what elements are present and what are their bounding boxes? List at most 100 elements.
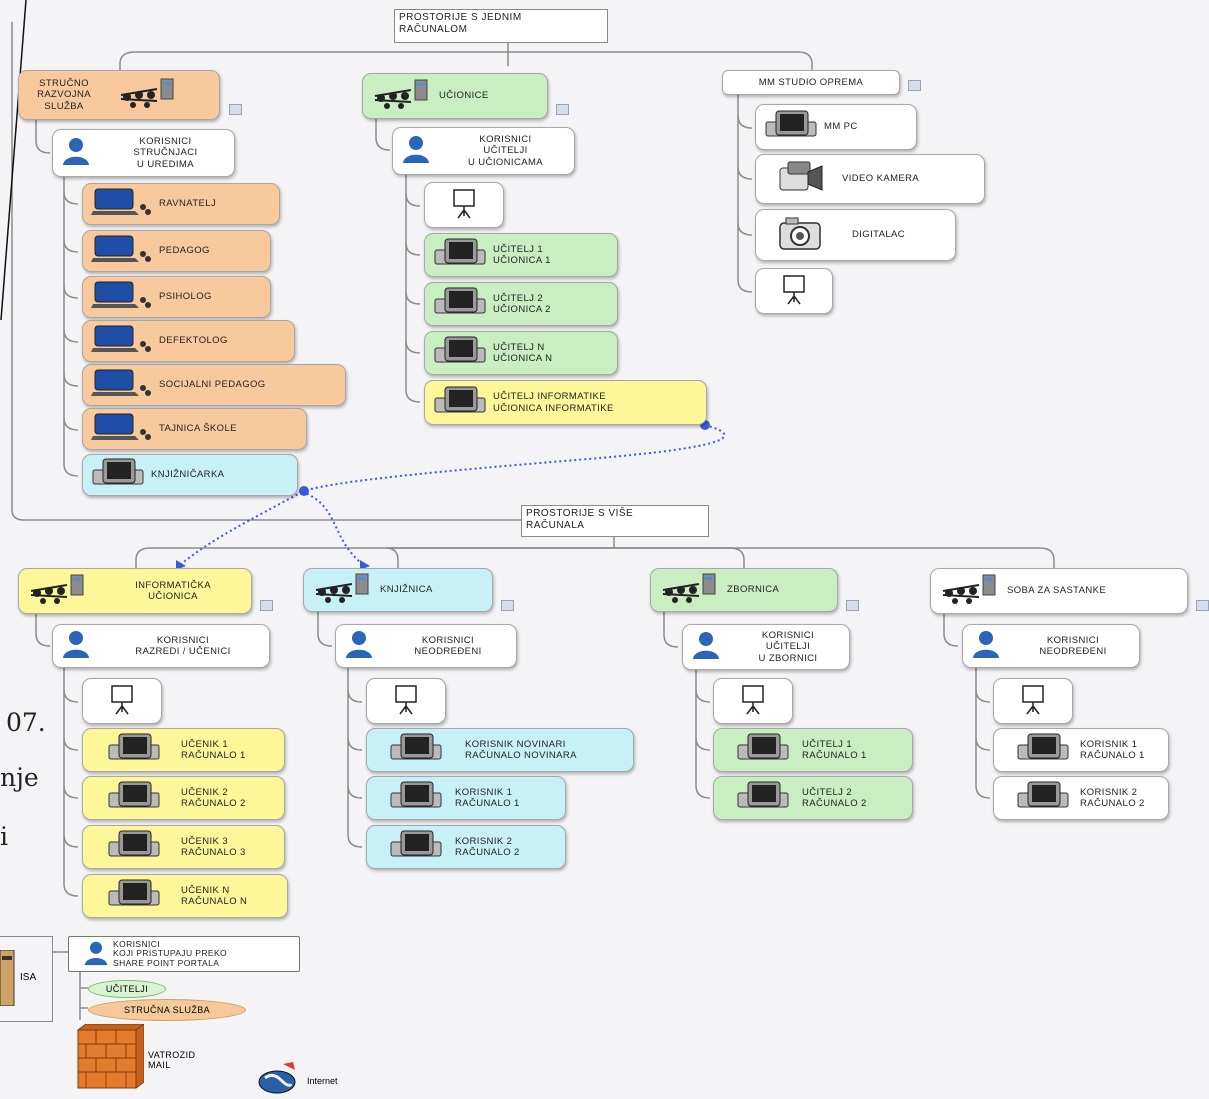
users-sharepoint[interactable]: KORISNICI KOJI PRISTUPAJU PREKO SHARE PO… [68, 936, 300, 972]
item-ucenik-n[interactable]: UČENIK N RAČUNALO N [82, 874, 288, 918]
item-zbornica-ucitelj-2[interactable]: UČITELJ 2 RAČUNALO 2 [713, 776, 913, 820]
item-video-kamera[interactable]: VIDEO KAMERA [755, 154, 985, 204]
users-ucitelji-zbornica[interactable]: KORISNICI UČITELJI U ZBORNICI [682, 624, 850, 670]
item-psiholog[interactable]: PSIHOLOG [82, 276, 271, 318]
note-icon [229, 104, 242, 115]
tree-connector-14 [63, 373, 79, 387]
group-zbornica[interactable]: ZBORNICA [650, 568, 838, 612]
users-neodredeni-knjiznica[interactable]: KORISNICI NEODREĐENI [335, 624, 517, 668]
users-neodredeni-soba[interactable]: KORISNICI NEODREĐENI [962, 624, 1140, 668]
tree-connector-17 [405, 175, 421, 403]
computer-icon [764, 110, 818, 143]
item-label: UČENIK 1 RAČUNALO 1 [181, 738, 246, 761]
note-icon [908, 80, 921, 91]
note-icon [846, 600, 859, 611]
group-strucno-razvojna-sluzba[interactable]: STRUČNO RAZVOJNA SLUŽBA [18, 70, 220, 120]
relation-endpoint [299, 486, 309, 496]
firewall-label: VATROZID MAIL [148, 1050, 196, 1070]
item-pedagog[interactable]: PEDAGOG [82, 230, 271, 272]
users-label: KORISNICI RAZREDI / UČENICI [135, 634, 231, 657]
tree-connector-43 [975, 689, 991, 703]
user-icon [971, 629, 1001, 662]
network-icon [371, 76, 433, 115]
computer-icon [107, 733, 161, 766]
group-soba-za-sastanke[interactable]: SOBA ZA SASTANKE [930, 568, 1188, 614]
item-label: PEDAGOG [159, 245, 210, 257]
item-ucenik-3[interactable]: UČENIK 3 RAČUNALO 3 [82, 825, 285, 869]
group-mm-studio-oprema[interactable]: MM STUDIO OPREMA [722, 70, 900, 95]
item-ucenik-2[interactable]: UČENIK 2 RAČUNALO 2 [82, 776, 285, 820]
item-knjiznica-korisnik-2[interactable]: KORISNIK 2 RAČUNALO 2 [366, 825, 566, 869]
internet-label: Internet [307, 1076, 338, 1086]
note-icon [556, 104, 569, 115]
projector-screen-icon [105, 682, 139, 719]
item-ucitelj-2[interactable]: UČITELJ 2 UČIONICA 2 [424, 282, 618, 326]
item-label: UČITELJ N UČIONICA N [493, 341, 553, 364]
user-icon [344, 629, 374, 662]
tree-connector-2 [508, 51, 813, 70]
item-socijalni-pedagog[interactable]: SOCIJALNI PEDAGOG [82, 364, 346, 406]
relation-arrowhead [176, 560, 186, 570]
digital-camera-icon [778, 215, 822, 254]
item-label: KORISNIK 2 RAČUNALO 2 [455, 835, 520, 858]
cutoff-text-3: i [0, 822, 8, 851]
slide-edge-line [0, 0, 27, 321]
item-projector-informaticka[interactable] [82, 678, 162, 724]
network-icon [659, 570, 721, 609]
relation-connector-1 [301, 424, 726, 493]
users-razredi[interactable]: KORISNICI RAZREDI / UČENICI [52, 624, 270, 668]
video-camera-icon [778, 160, 824, 197]
item-soba-korisnik-1[interactable]: KORISNIK 1 RAČUNALO 1 [993, 728, 1169, 772]
group-knjiznica[interactable]: KNJIŽNICA [303, 568, 493, 612]
item-soba-korisnik-2[interactable]: KORISNIK 2 RAČUNALO 2 [993, 776, 1169, 820]
item-knjiznica-korisnik-1[interactable]: KORISNIK 1 RAČUNALO 1 [366, 776, 566, 820]
tree-connector-8 [35, 120, 51, 154]
user-icon [83, 940, 109, 968]
item-knjiznicarka[interactable]: KNJIŽNIČARKA [82, 454, 298, 496]
tree-connector-28 [63, 689, 79, 703]
item-zbornica-ucitelj-1[interactable]: UČITELJ 1 RAČUNALO 1 [713, 728, 913, 772]
item-label: UČITELJ 2 UČIONICA 2 [493, 292, 551, 315]
relation-arrowhead [360, 560, 370, 570]
item-defektolog[interactable]: DEFEKTOLOG [82, 320, 295, 362]
group-informaticka-ucionica[interactable]: INFORMATIČKA UČIONICA [18, 568, 252, 614]
computer-icon [1016, 733, 1070, 766]
item-projector-ucionice[interactable] [424, 182, 504, 228]
item-digitalac[interactable]: DIGITALAC [755, 209, 956, 261]
item-tajnica-skole[interactable]: TAJNICA ŠKOLE [82, 408, 307, 450]
user-icon [61, 136, 91, 169]
item-mm-pc[interactable]: MM PC [755, 104, 917, 150]
tree-connector-16 [375, 119, 391, 151]
tree-connector-45 [79, 972, 88, 1020]
computer-icon [389, 733, 443, 766]
tree-connector-5 [385, 547, 614, 568]
item-projector-mm[interactable] [755, 268, 833, 314]
item-ravnatelj[interactable]: RAVNATELJ [82, 183, 280, 225]
laptop-icon [91, 187, 153, 220]
item-ucitelj-n[interactable]: UČITELJ N UČIONICA N [424, 331, 618, 375]
computer-icon [433, 238, 487, 271]
users-label: KORISNICI UČITELJI U ZBORNICI [758, 629, 818, 664]
users-ucitelji[interactable]: KORISNICI UČITELJI U UČIONICAMA [392, 127, 575, 175]
item-projector-zbornica[interactable] [713, 678, 793, 724]
item-ucitelj-1[interactable]: UČITELJ 1 UČIONICA 1 [424, 233, 618, 277]
item-ucitelj-informatike[interactable]: UČITELJ INFORMATIKE UČIONICA INFORMATIKE [424, 380, 707, 425]
group-label: ZBORNICA [727, 584, 780, 596]
tree-connector-34 [347, 689, 363, 703]
tree-connector-9 [63, 177, 79, 477]
item-label: RAVNATELJ [159, 198, 217, 210]
user-icon [401, 134, 431, 167]
item-label: KORISNIK 1 RAČUNALO 1 [1080, 738, 1145, 761]
projector-screen-icon [447, 186, 481, 223]
tree-connector-23 [737, 115, 753, 129]
item-projector-soba[interactable] [993, 678, 1073, 724]
relation-connector-2 [179, 491, 303, 566]
item-ucenik-1[interactable]: UČENIK 1 RAČUNALO 1 [82, 728, 285, 772]
group-ucionice[interactable]: UČIONICE [362, 73, 548, 119]
item-projector-knjiznica[interactable] [366, 678, 446, 724]
item-korisnik-novinari[interactable]: KORISNIK NOVINARI RAČUNALO NOVINARA [366, 728, 634, 772]
users-strucnjaci[interactable]: KORISNICI STRUČNJACI U UREDIMA [52, 129, 235, 177]
computer-icon [91, 458, 145, 491]
tree-connector-25 [737, 222, 753, 236]
computer-icon [107, 830, 161, 863]
